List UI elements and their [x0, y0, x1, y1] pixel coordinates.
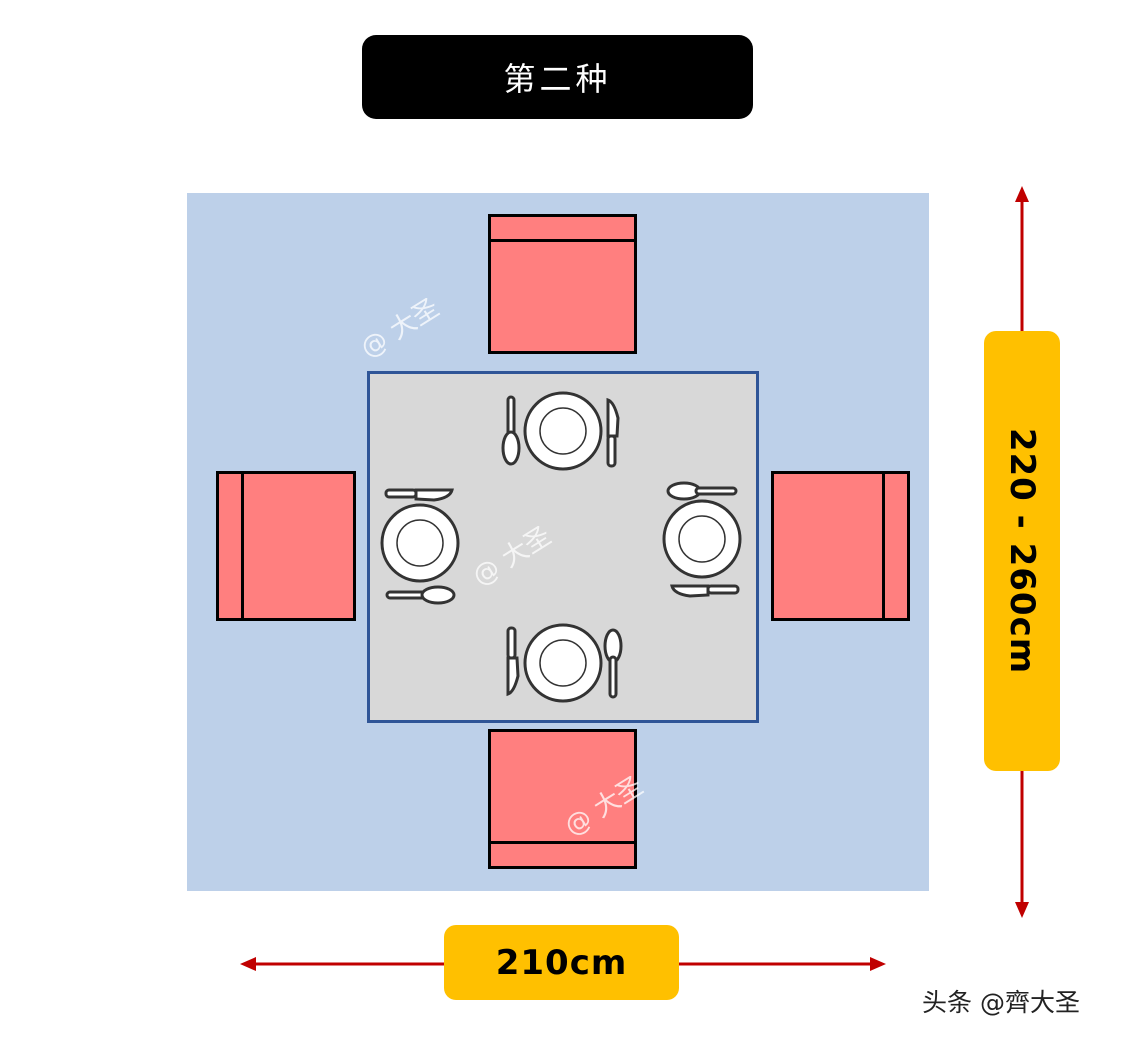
- width-dimension: 210cm: [444, 925, 679, 1000]
- spoon-icon: [666, 481, 738, 501]
- knife-icon: [506, 626, 520, 697]
- credit-text: 头条 @齊大圣: [922, 988, 1080, 1017]
- chair-right: [771, 471, 910, 621]
- chair-back: [491, 841, 634, 866]
- spoon-icon: [501, 395, 521, 466]
- knife-icon: [606, 397, 620, 468]
- knife-icon: [670, 584, 740, 598]
- chair-back: [219, 474, 244, 618]
- chair-back: [882, 474, 907, 618]
- width-label: 210cm: [495, 942, 628, 983]
- spoon-icon: [603, 628, 623, 699]
- chair-top: [488, 214, 637, 354]
- height-label: 220 - 260cm: [1002, 427, 1042, 675]
- place-setting-bottom: [506, 623, 623, 703]
- chair-bottom: [488, 729, 637, 869]
- chair-left: [216, 471, 356, 621]
- spoon-icon: [385, 585, 456, 605]
- knife-icon: [384, 488, 454, 502]
- place-setting-left: [380, 488, 460, 605]
- title-banner: 第二种: [362, 35, 753, 119]
- place-setting-top: [501, 391, 620, 471]
- place-setting-right: [662, 481, 742, 598]
- chair-back: [491, 217, 634, 242]
- height-dimension: 220 - 260cm: [984, 331, 1060, 771]
- title-text: 第二种: [503, 60, 612, 98]
